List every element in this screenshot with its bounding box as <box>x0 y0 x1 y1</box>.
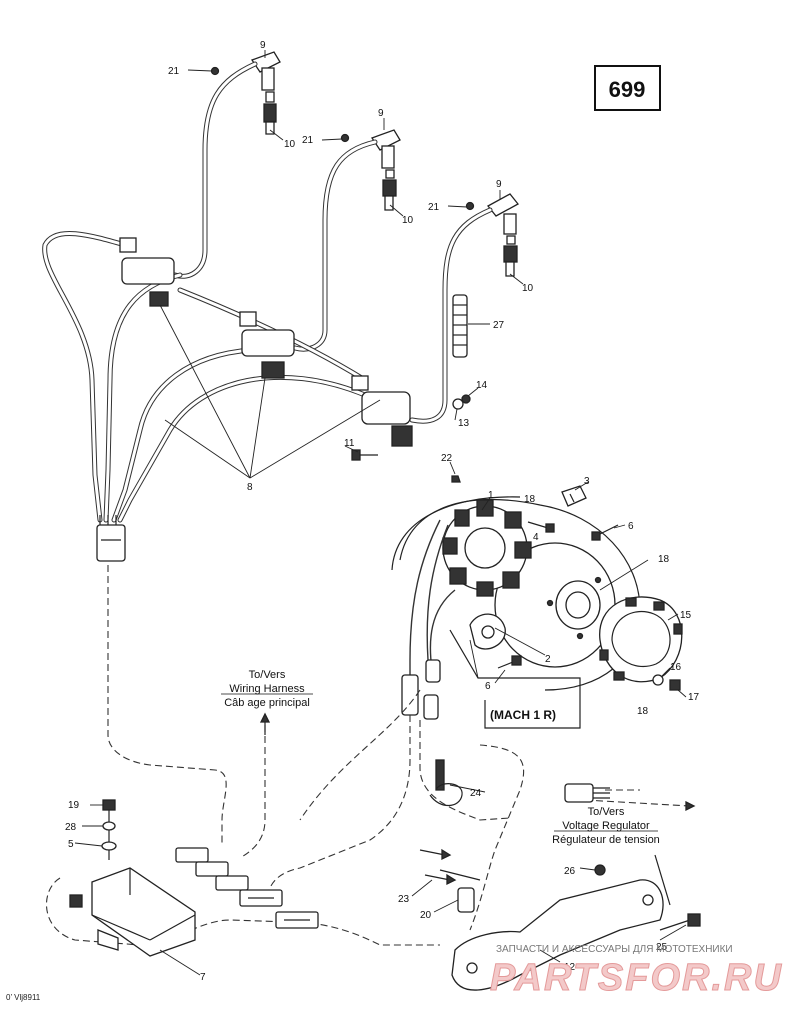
callout-16: 16 <box>670 662 682 673</box>
callout-12: 12 <box>564 962 576 973</box>
ring-gear <box>599 596 683 683</box>
harness-line-1: To/Vers <box>249 669 286 681</box>
diagram-number: 699 <box>609 77 646 102</box>
screw-6-lower <box>497 655 522 669</box>
callout-11: 11 <box>344 438 355 449</box>
screw-stack <box>101 799 117 860</box>
cable-tie <box>429 759 463 807</box>
bolt-25 <box>659 913 701 931</box>
callout-14: 14 <box>476 380 488 391</box>
coil-screw <box>351 449 378 461</box>
washer-13 <box>452 398 464 410</box>
wire-clamp-21c <box>465 201 475 211</box>
callout-20: 20 <box>420 910 432 921</box>
watermark: ЗАПЧАСТИ И АКСЕССУАРЫ ДЛЯ МОТОТЕХНИКИ PA… <box>490 944 783 1000</box>
voltage-regulator-label: To/Vers Voltage Regulator Régulateur de … <box>552 806 660 846</box>
callout-19: 19 <box>68 800 80 811</box>
callout-21b: 21 <box>302 135 314 146</box>
grommet-22 <box>451 475 461 483</box>
regulator-line-3: Régulateur de tension <box>552 834 660 846</box>
washer-16 <box>652 674 664 686</box>
callout-22: 22 <box>441 453 453 464</box>
callout-6b: 6 <box>485 681 491 692</box>
rivets-23 <box>419 848 457 886</box>
callout-2: 2 <box>545 654 551 665</box>
cable-clamp-3 <box>561 485 587 507</box>
callout-9a: 9 <box>260 40 266 51</box>
high-tension-wires <box>42 61 493 523</box>
ignition-connector <box>96 515 126 562</box>
trigger-coil <box>469 613 506 650</box>
callout-24: 24 <box>470 788 482 799</box>
watermark-brand: PARTSFOR.RU <box>490 957 783 999</box>
wiring-harness-label: To/Vers Wiring Harness Câb age principal <box>221 669 313 709</box>
callout-10b: 10 <box>402 215 414 226</box>
harness-line-2: Wiring Harness <box>229 683 305 695</box>
callout-18c: 18 <box>637 706 649 717</box>
mach-bracket <box>449 629 581 729</box>
protector-tube <box>452 294 468 358</box>
ignition-coil-3 <box>351 375 413 447</box>
magneto-housing <box>391 496 641 691</box>
callout-6a: 6 <box>628 521 634 532</box>
mach-label: (MACH 1 R) <box>490 708 556 722</box>
callout-17: 17 <box>688 692 700 703</box>
wire-clamp-21a <box>210 66 220 76</box>
callout-25: 25 <box>656 942 668 953</box>
callout-18b: 18 <box>658 554 670 565</box>
spark-plug-cap-3 <box>487 193 519 277</box>
support-bracket <box>451 854 671 991</box>
watermark-tagline: ЗАПЧАСТИ И АКСЕССУАРЫ ДЛЯ МОТОТЕХНИКИ <box>496 944 733 955</box>
diagram-number-box: 699 <box>594 65 661 111</box>
callout-26: 26 <box>564 866 576 877</box>
callout-18a: 18 <box>524 494 536 505</box>
figure-code: 0’ Vlj8911 <box>6 993 41 1002</box>
callout-3: 3 <box>584 476 590 487</box>
callout-27: 27 <box>493 320 505 331</box>
callout-21c: 21 <box>428 202 440 213</box>
callout-28: 28 <box>65 822 77 833</box>
callout-1: 1 <box>488 490 494 501</box>
callout-9c: 9 <box>496 179 502 190</box>
callout-15: 15 <box>680 610 692 621</box>
spark-plug-cap-2 <box>371 129 401 211</box>
callout-10a: 10 <box>284 139 296 150</box>
harness-line-3: Câb age principal <box>224 697 310 709</box>
callout-10c: 10 <box>522 283 534 294</box>
callout-21a: 21 <box>168 66 180 77</box>
stator <box>442 499 532 597</box>
screw-4 <box>527 521 555 533</box>
harness-arrow <box>259 712 271 735</box>
wire-clamp-21b <box>340 133 350 143</box>
magneto-wires <box>401 519 456 720</box>
nut-14 <box>461 394 471 404</box>
regulator-line-1: To/Vers <box>588 806 625 818</box>
nut-17 <box>669 679 681 691</box>
callout-5: 5 <box>68 839 74 850</box>
ignition-coil-2 <box>239 311 295 379</box>
nut-26 <box>594 864 606 876</box>
callout-leaders <box>74 50 687 976</box>
ignition-coil-1 <box>119 237 175 307</box>
spark-plug-cap-1 <box>251 51 281 135</box>
dashed-wiring <box>46 565 691 946</box>
callout-8: 8 <box>247 482 253 493</box>
harness-connectors <box>175 847 319 929</box>
callout-numbers: 9 21 10 9 21 10 9 21 10 27 14 13 11 8 22… <box>65 40 700 983</box>
cdi-module <box>69 867 196 957</box>
regulator-arrow <box>685 800 696 812</box>
callout-9b: 9 <box>378 108 384 119</box>
callout-23: 23 <box>398 894 410 905</box>
callout-4: 4 <box>533 532 539 543</box>
callout-7: 7 <box>200 972 206 983</box>
leaders-8 <box>159 304 381 479</box>
callout-13: 13 <box>458 418 470 429</box>
regulator-connector <box>564 783 610 803</box>
regulator-line-2: Voltage Regulator <box>562 820 650 832</box>
screw-6-top <box>591 524 619 541</box>
